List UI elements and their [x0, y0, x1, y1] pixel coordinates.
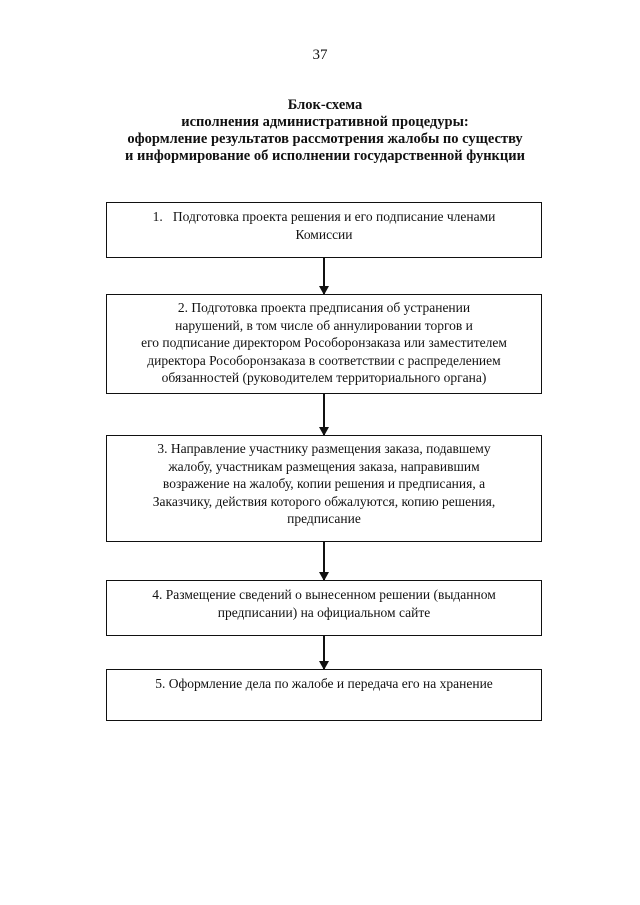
- step-text-line: Заказчику, действия которого обжалуются,…: [152, 493, 496, 509]
- flow-step-1: 1. Подготовка проекта решения и его подп…: [106, 202, 542, 258]
- step-text-line: 2. Подготовка проекта предписания об уст…: [177, 300, 471, 315]
- diagram-title: Блок-схема исполнения административной п…: [60, 97, 590, 165]
- flow-step-5: 5. Оформление дела по жалобе и передача …: [106, 669, 542, 721]
- title-line: Блок-схема: [287, 97, 363, 113]
- step-text-line: 5. Оформление дела по жалобе и передача …: [155, 676, 493, 691]
- flow-step-2: 2. Подготовка проекта предписания об уст…: [106, 294, 542, 394]
- flow-arrow: [319, 394, 329, 436]
- step-text-line: обязанностей (руководителем территориаль…: [161, 370, 487, 385]
- page-number: 37: [312, 47, 328, 63]
- step-text-line: предписание: [287, 511, 361, 526]
- step-text-line: директора Рособоронзаказа в соответствии…: [147, 352, 501, 368]
- step-text-line: 3. Направление участнику размещения зака…: [157, 441, 491, 456]
- step-text-line: нарушений, в том числе об аннулировании …: [175, 317, 473, 333]
- flow-arrow: [319, 542, 329, 581]
- step-text-line: жалобу, участникам размещения заказа, на…: [168, 458, 480, 474]
- flow-step-3: 3. Направление участнику размещения зака…: [106, 435, 542, 542]
- step-text-line: предписании) на официальном сайте: [217, 604, 431, 620]
- title-line: и информирование об исполнении государст…: [125, 148, 525, 164]
- step-text-line: Комиссии: [295, 226, 353, 242]
- step-text-line: 1. Подготовка проекта решения и его подп…: [152, 209, 496, 224]
- flow-arrow: [319, 258, 329, 295]
- step-text-line: возражение на жалобу, копии решения и пр…: [162, 476, 486, 491]
- title-line: оформление результатов рассмотрения жало…: [127, 131, 523, 147]
- title-line: исполнения административной процедуры:: [181, 114, 469, 130]
- step-text-line: 4. Размещение сведений о вынесенном реше…: [152, 587, 496, 602]
- flow-arrow: [319, 636, 329, 670]
- step-text-line: его подписание директором Рособоронзаказ…: [141, 335, 507, 350]
- flow-step-4: 4. Размещение сведений о вынесенном реше…: [106, 580, 542, 636]
